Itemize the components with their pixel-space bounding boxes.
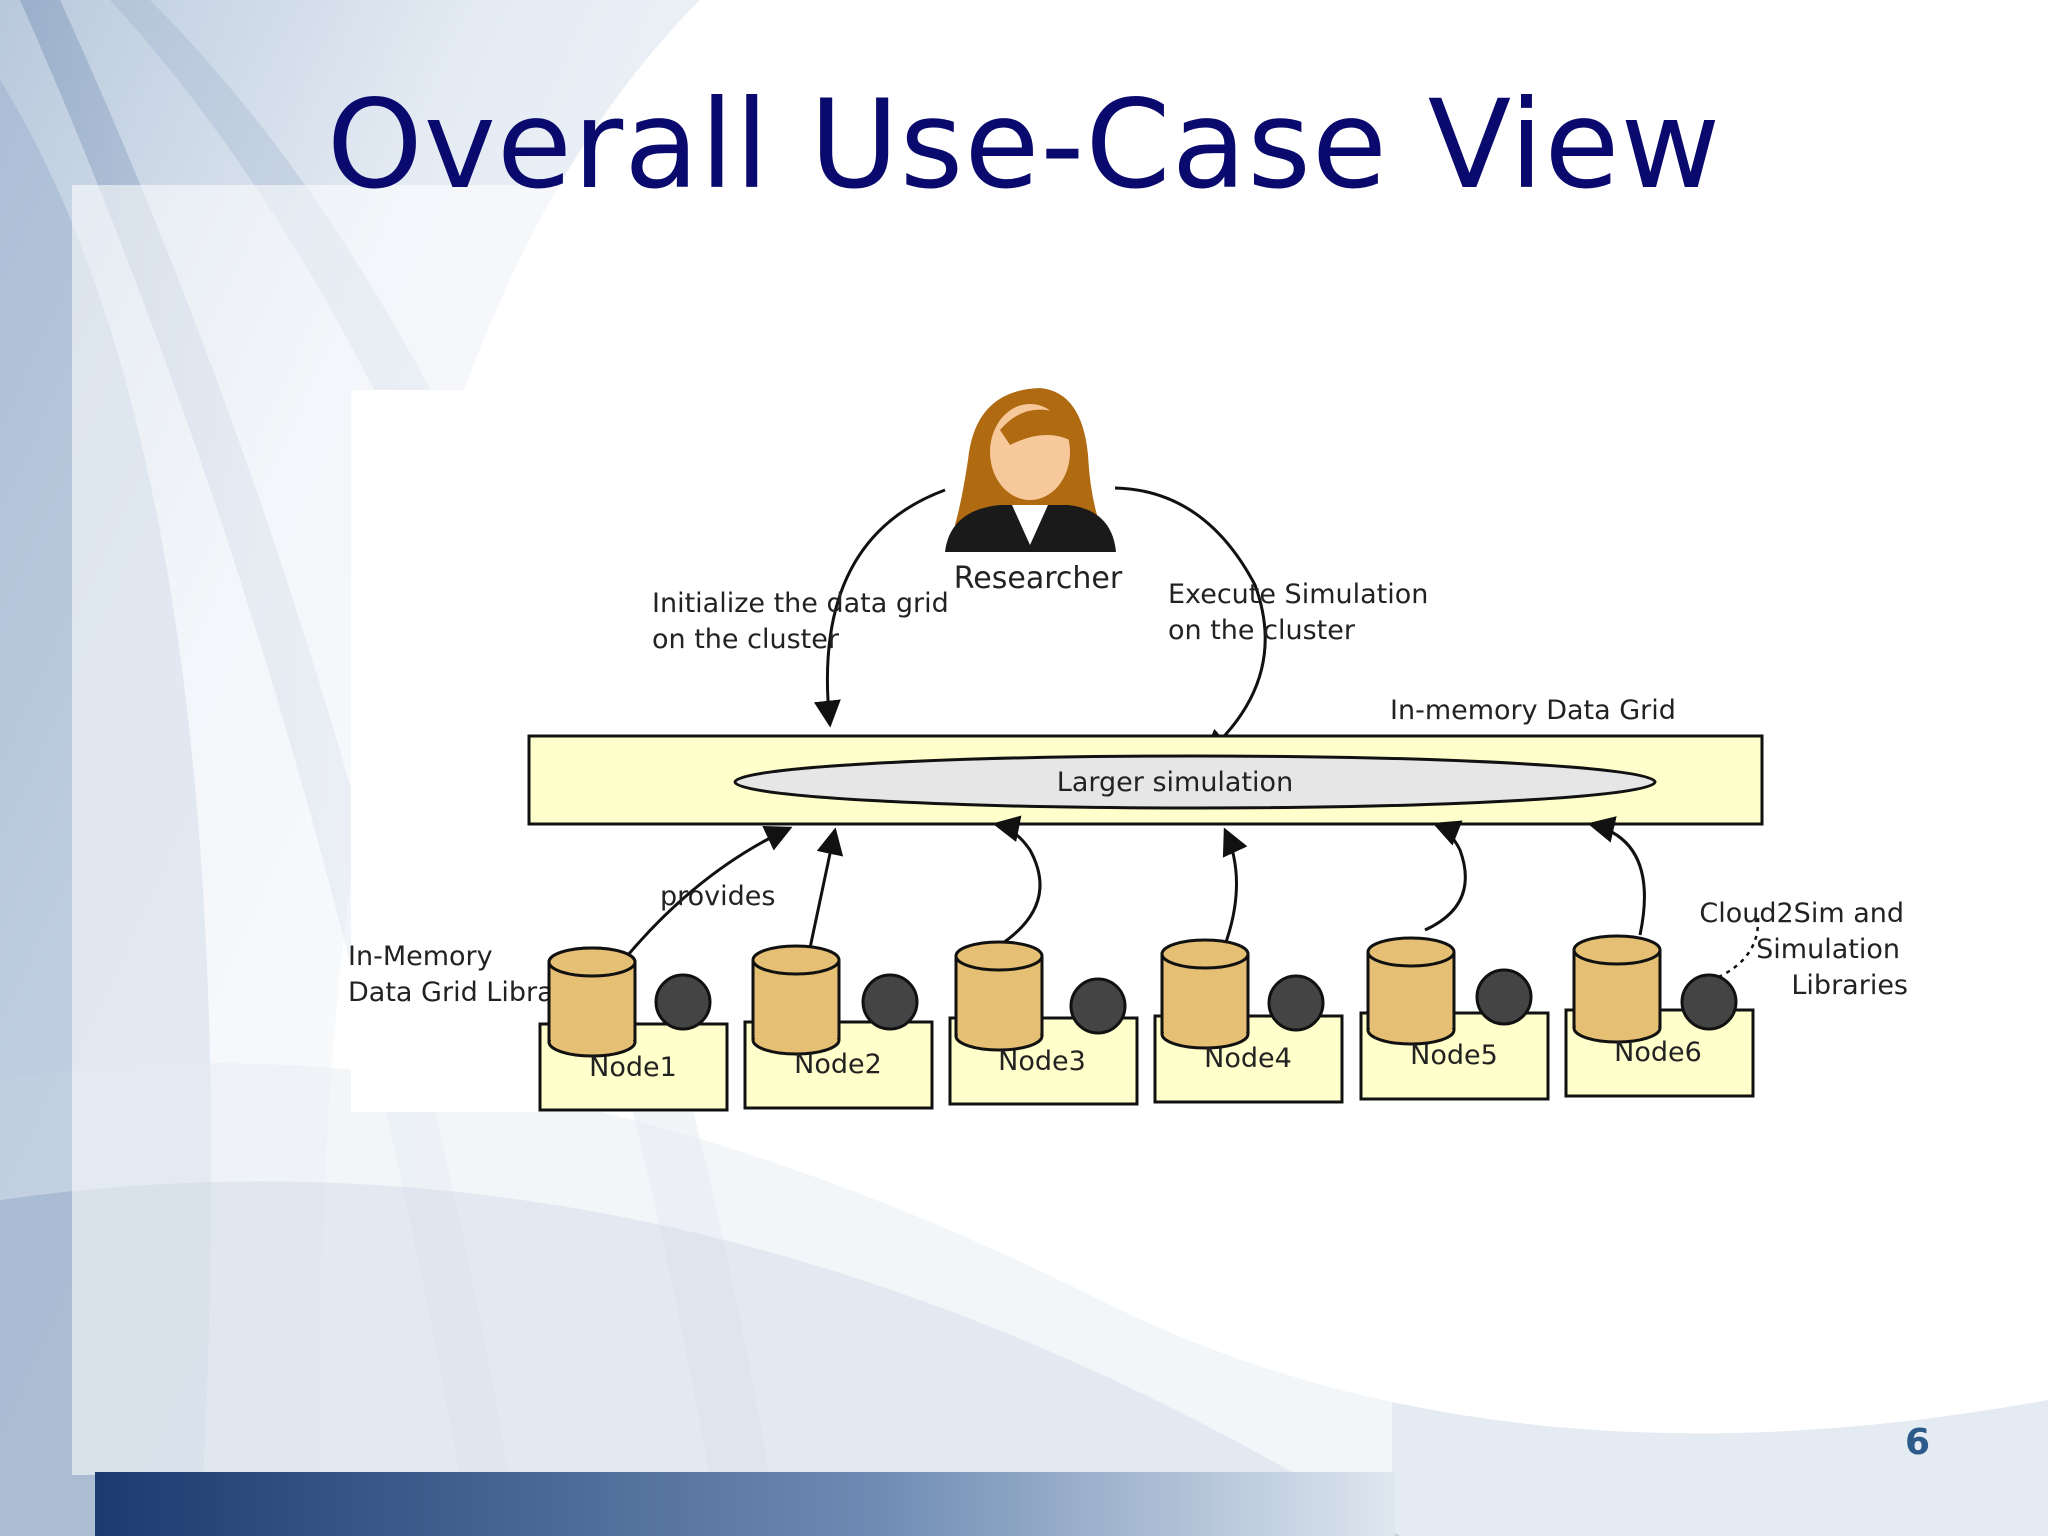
node-2: Node2 [743, 944, 934, 1110]
node-label: Node5 [1410, 1040, 1498, 1071]
node-4: Node4 [1153, 938, 1344, 1104]
node5-arrow [1424, 820, 1467, 932]
provides-label: provides [660, 881, 775, 912]
initialize-label-line2: on the cluster [652, 624, 840, 655]
node-label: Node6 [1614, 1037, 1702, 1068]
node-1: Node1 [538, 946, 729, 1112]
initialize-arrow [813, 488, 946, 728]
execute-arrow [1114, 486, 1267, 757]
node3-arrow [992, 815, 1042, 947]
larger-simulation-label: Larger simulation [1057, 767, 1293, 798]
node-label: Node1 [589, 1052, 677, 1083]
larger-simulation-ellipse [733, 754, 1657, 810]
node-5: Node5 [1359, 936, 1550, 1101]
cloud2sim-pointer [1711, 917, 1760, 982]
node4-arrow [1222, 827, 1248, 946]
execute-label-line2: on the cluster [1168, 615, 1356, 646]
slide-title: Overall Use-Case View [326, 74, 1722, 216]
data-grid-label: In-memory Data Grid [1390, 695, 1676, 726]
node-3: Node3 [948, 940, 1139, 1106]
slide-number: 6 [1905, 1422, 1931, 1463]
cloud2sim-label-line2: Simulation [1756, 934, 1900, 965]
node-label: Node4 [1204, 1043, 1292, 1074]
node2-arrow [808, 827, 844, 949]
node-label: Node2 [794, 1049, 882, 1080]
node-6: Node6 [1564, 934, 1755, 1098]
node6-arrow [1587, 816, 1646, 936]
node1-arrow [626, 826, 793, 956]
researcher-label: Researcher [954, 561, 1123, 596]
cloud2sim-label-line1: Cloud2Sim and [1699, 898, 1904, 929]
node-label: Node3 [998, 1046, 1086, 1077]
execute-label-line1: Execute Simulation [1168, 579, 1428, 610]
initialize-label-line1: Initialize the data grid [652, 588, 949, 619]
cloud2sim-label-line3: Libraries [1791, 970, 1908, 1001]
libraries-label-line1: In-Memory [348, 941, 493, 972]
researcher-icon [945, 388, 1116, 552]
